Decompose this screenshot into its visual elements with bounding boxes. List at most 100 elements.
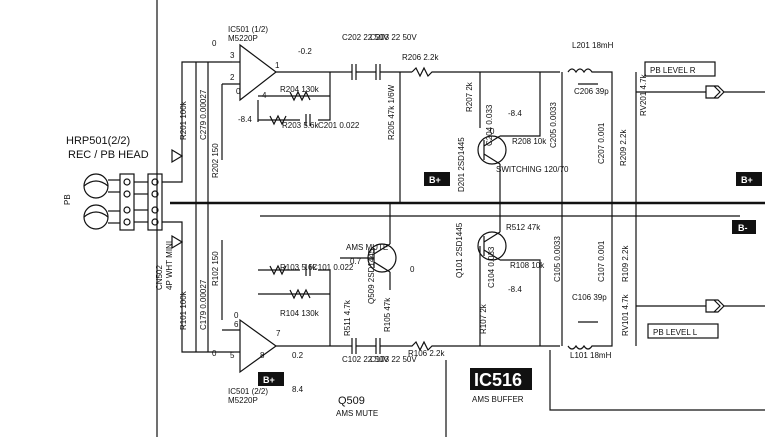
- lower-v-zero: 0: [410, 265, 415, 274]
- connector-cn502: [119, 148, 184, 250]
- ic501a-pin1: 1: [275, 61, 280, 70]
- r102-label: R102 150: [211, 251, 220, 286]
- r209-label: R209 2.2k: [619, 129, 628, 166]
- c106-label: C106 39p: [572, 293, 607, 302]
- r107-label: R107 2k: [479, 303, 488, 334]
- l101-label: L101 18mH: [570, 351, 612, 360]
- upper-v-zero: 0: [490, 127, 495, 136]
- c202-label: C202 22 50V: [342, 33, 389, 42]
- playback-head: [83, 173, 120, 230]
- ic501a-ref: IC501 (1/2): [228, 25, 268, 34]
- c101-label: C101 0.022: [312, 263, 354, 272]
- head-title: HRP501(2/2): [66, 135, 130, 147]
- r512-label: R512 47k: [506, 223, 541, 232]
- q509-title: Q509: [338, 395, 365, 407]
- pb-level-l-box: [647, 323, 719, 339]
- ic501b-v-out: 0.2: [292, 351, 304, 360]
- ams-v: 0.7: [350, 257, 362, 266]
- r105-label: R105 47k: [383, 297, 392, 332]
- r203-label: R203 5.6k: [282, 121, 319, 130]
- c102-label: C102 22 50V: [342, 355, 389, 364]
- c279-label: C279 0.00027: [199, 89, 208, 140]
- c107-label: C107 0.001: [597, 240, 606, 282]
- ic501b-pin6: 6: [234, 320, 239, 329]
- r206-label: R206 2.2k: [402, 53, 439, 62]
- ic501b-pin7: 7: [276, 329, 281, 338]
- pb-level-r: PB LEVEL R: [650, 66, 696, 75]
- ic501b-ref: IC501 (2/2): [228, 387, 268, 396]
- ic501b-part: M5220P: [228, 396, 258, 405]
- head-pb-label: PB: [63, 194, 72, 205]
- ic501b-v-pos: 8.4: [292, 385, 304, 394]
- ic501b-pin8: 8: [260, 351, 265, 360]
- c105-label: C105 0.0033: [553, 236, 562, 282]
- pb-level-l: PB LEVEL L: [653, 328, 698, 337]
- c205-label: C205 0.0033: [549, 102, 558, 148]
- ic501a-v-neg2: -8.4: [238, 115, 252, 124]
- rv101-label: RV101 4.7k: [621, 293, 630, 336]
- upper-v-q: -8.4: [508, 109, 522, 118]
- r109-label: R109 2.2k: [621, 245, 630, 282]
- c179-label: C179 0.00027: [199, 279, 208, 330]
- output-arrow-l: [705, 299, 725, 313]
- r201-label: R201 100k: [179, 100, 188, 140]
- bplus-mid-tag: [424, 172, 450, 186]
- q509-label: Q509 2SD1445: [367, 248, 376, 304]
- r202-label: R202 150: [211, 143, 220, 178]
- lower-v-q: -8.4: [508, 285, 522, 294]
- q509-sub: AMS MUTE: [336, 409, 378, 418]
- ic501a-pin4: 4: [262, 91, 267, 100]
- ic501a-v-in: 0: [212, 39, 217, 48]
- opamp-ic501-b: [239, 318, 278, 374]
- l201-label: L201 18mH: [572, 41, 614, 50]
- ic501a-v-neg: 0: [236, 87, 241, 96]
- bplus-right: B+: [741, 175, 753, 185]
- output-arrow-r: [705, 85, 725, 99]
- head-subtitle: REC / PB HEAD: [68, 149, 149, 161]
- ic501b-pin5: 5: [230, 351, 235, 360]
- ic516-sub: AMS BUFFER: [472, 395, 524, 404]
- ams-mute-label: AMS MUTE: [346, 243, 388, 252]
- connector-desc: 4P WHT MINI: [165, 241, 174, 290]
- r106-label: R106 2.2k: [408, 349, 445, 358]
- ic501a-pin2: 2: [230, 73, 235, 82]
- transistor-q101: [477, 231, 507, 261]
- bminus: B-: [738, 223, 748, 233]
- r205-label: R205 47k 1/6W: [387, 84, 396, 140]
- head-coil-lower: [83, 204, 109, 230]
- ic516-tag: [470, 368, 532, 390]
- q101-label: Q101 2SD1445: [455, 222, 464, 278]
- c206-label: C206 39p: [574, 87, 609, 96]
- connector-ref: CN502: [155, 265, 164, 290]
- bminus-tag: [732, 220, 756, 234]
- opamp-ic501-a: [239, 43, 277, 102]
- r101-label: R101 100k: [179, 290, 188, 330]
- c201-label: C201 0.022: [318, 121, 360, 130]
- ic501a-v-out: -0.2: [298, 47, 312, 56]
- bplus-right-tag: [736, 172, 762, 186]
- r108-label: R108 10k: [510, 261, 545, 270]
- r511-label: R511 4.7k: [343, 299, 352, 336]
- ic501b-v-in: 0: [212, 349, 217, 358]
- bplus-bottom-tag: [258, 372, 284, 386]
- transistor-d201: [477, 135, 507, 165]
- ic501a-part: M5220P: [228, 34, 258, 43]
- c203-label: C203 22 50V: [370, 33, 417, 42]
- c103-label: C103 22 50V: [370, 355, 417, 364]
- r208-label: R208 10k: [512, 137, 547, 146]
- ic501b-v-neg: 0: [234, 311, 239, 320]
- pb-level-r-box: [644, 61, 716, 77]
- c204-label: C204 0.033: [485, 104, 494, 146]
- head-coil-upper: [83, 173, 109, 199]
- c104-label: C104 0.033: [487, 246, 496, 288]
- d201-label: D201 2SD1445: [457, 137, 466, 192]
- ic516-title: IC516: [474, 370, 522, 390]
- c207-label: C207 0.001: [597, 122, 606, 164]
- switching-label: SWITCHING 120/70: [496, 165, 569, 174]
- bplus-mid: B+: [429, 175, 441, 185]
- r204-label: R204 130k: [280, 85, 320, 94]
- rv201-label: RV201 4.7k: [639, 73, 648, 116]
- r103-label: R103 5.6k: [280, 263, 317, 272]
